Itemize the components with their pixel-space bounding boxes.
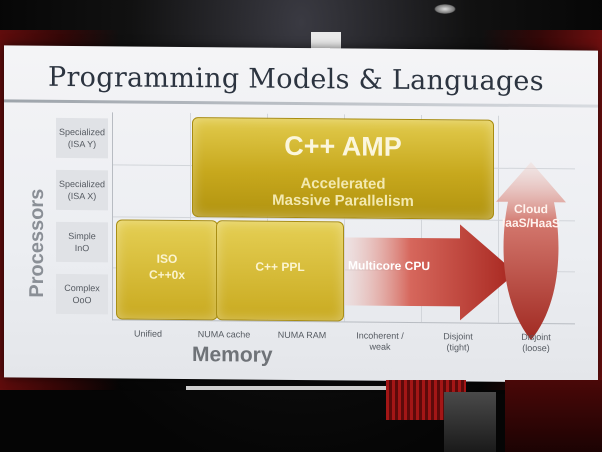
- iso-cpp0x-block: ISO C++0x: [116, 219, 218, 321]
- y-label-simple-ino: Simple InO: [56, 221, 108, 263]
- slide-title: Programming Models & Languages: [48, 61, 544, 98]
- y-label-specialized-isa-y: Specialized (ISA Y): [56, 117, 108, 159]
- x-label-numa-ram: NUMA RAM: [277, 329, 327, 341]
- cpp-amp-title: C++ AMP: [284, 130, 402, 162]
- ppl-label: C++ PPL: [255, 259, 305, 275]
- cloud-label: Cloud IaaS/HaaS: [501, 201, 561, 231]
- x-label-disjoint-tight: Disjoint (tight): [443, 331, 473, 353]
- ceiling-box: [311, 32, 341, 50]
- x-label-unified: Unified: [133, 328, 162, 339]
- multicore-label: Multicore CPU: [348, 258, 431, 274]
- cpp-ppl-block: C++ PPL: [216, 220, 344, 322]
- x-label-incoherent-weak: Incoherent / weak: [356, 330, 404, 352]
- stage-rail: [186, 386, 448, 390]
- ceiling-light: [434, 4, 456, 14]
- cpp-amp-subtitle: Accelerated Massive Parallelism: [272, 174, 414, 210]
- y-axis-title: Processors: [26, 188, 48, 298]
- x-label-disjoint-loose: Disjoint (loose): [521, 331, 551, 354]
- y-label-specialized-isa-x: Specialized (ISA X): [56, 169, 108, 211]
- cloud-arrow: [496, 162, 566, 341]
- x-label-numa-cache: NUMA cache: [197, 329, 251, 340]
- title-divider: [4, 99, 598, 108]
- stage-floor-right: [505, 380, 602, 452]
- x-axis-title: Memory: [192, 343, 273, 367]
- y-label-complex-ooo: Complex OoO: [56, 273, 108, 315]
- projection-screen: Programming Models & Languages Processor…: [4, 45, 598, 383]
- podium: [444, 392, 496, 452]
- iso-label: ISO C++0x: [148, 251, 186, 282]
- cpp-amp-block: C++ AMP Accelerated Massive Parallelism: [192, 117, 494, 220]
- multicore-arrow: [340, 224, 516, 321]
